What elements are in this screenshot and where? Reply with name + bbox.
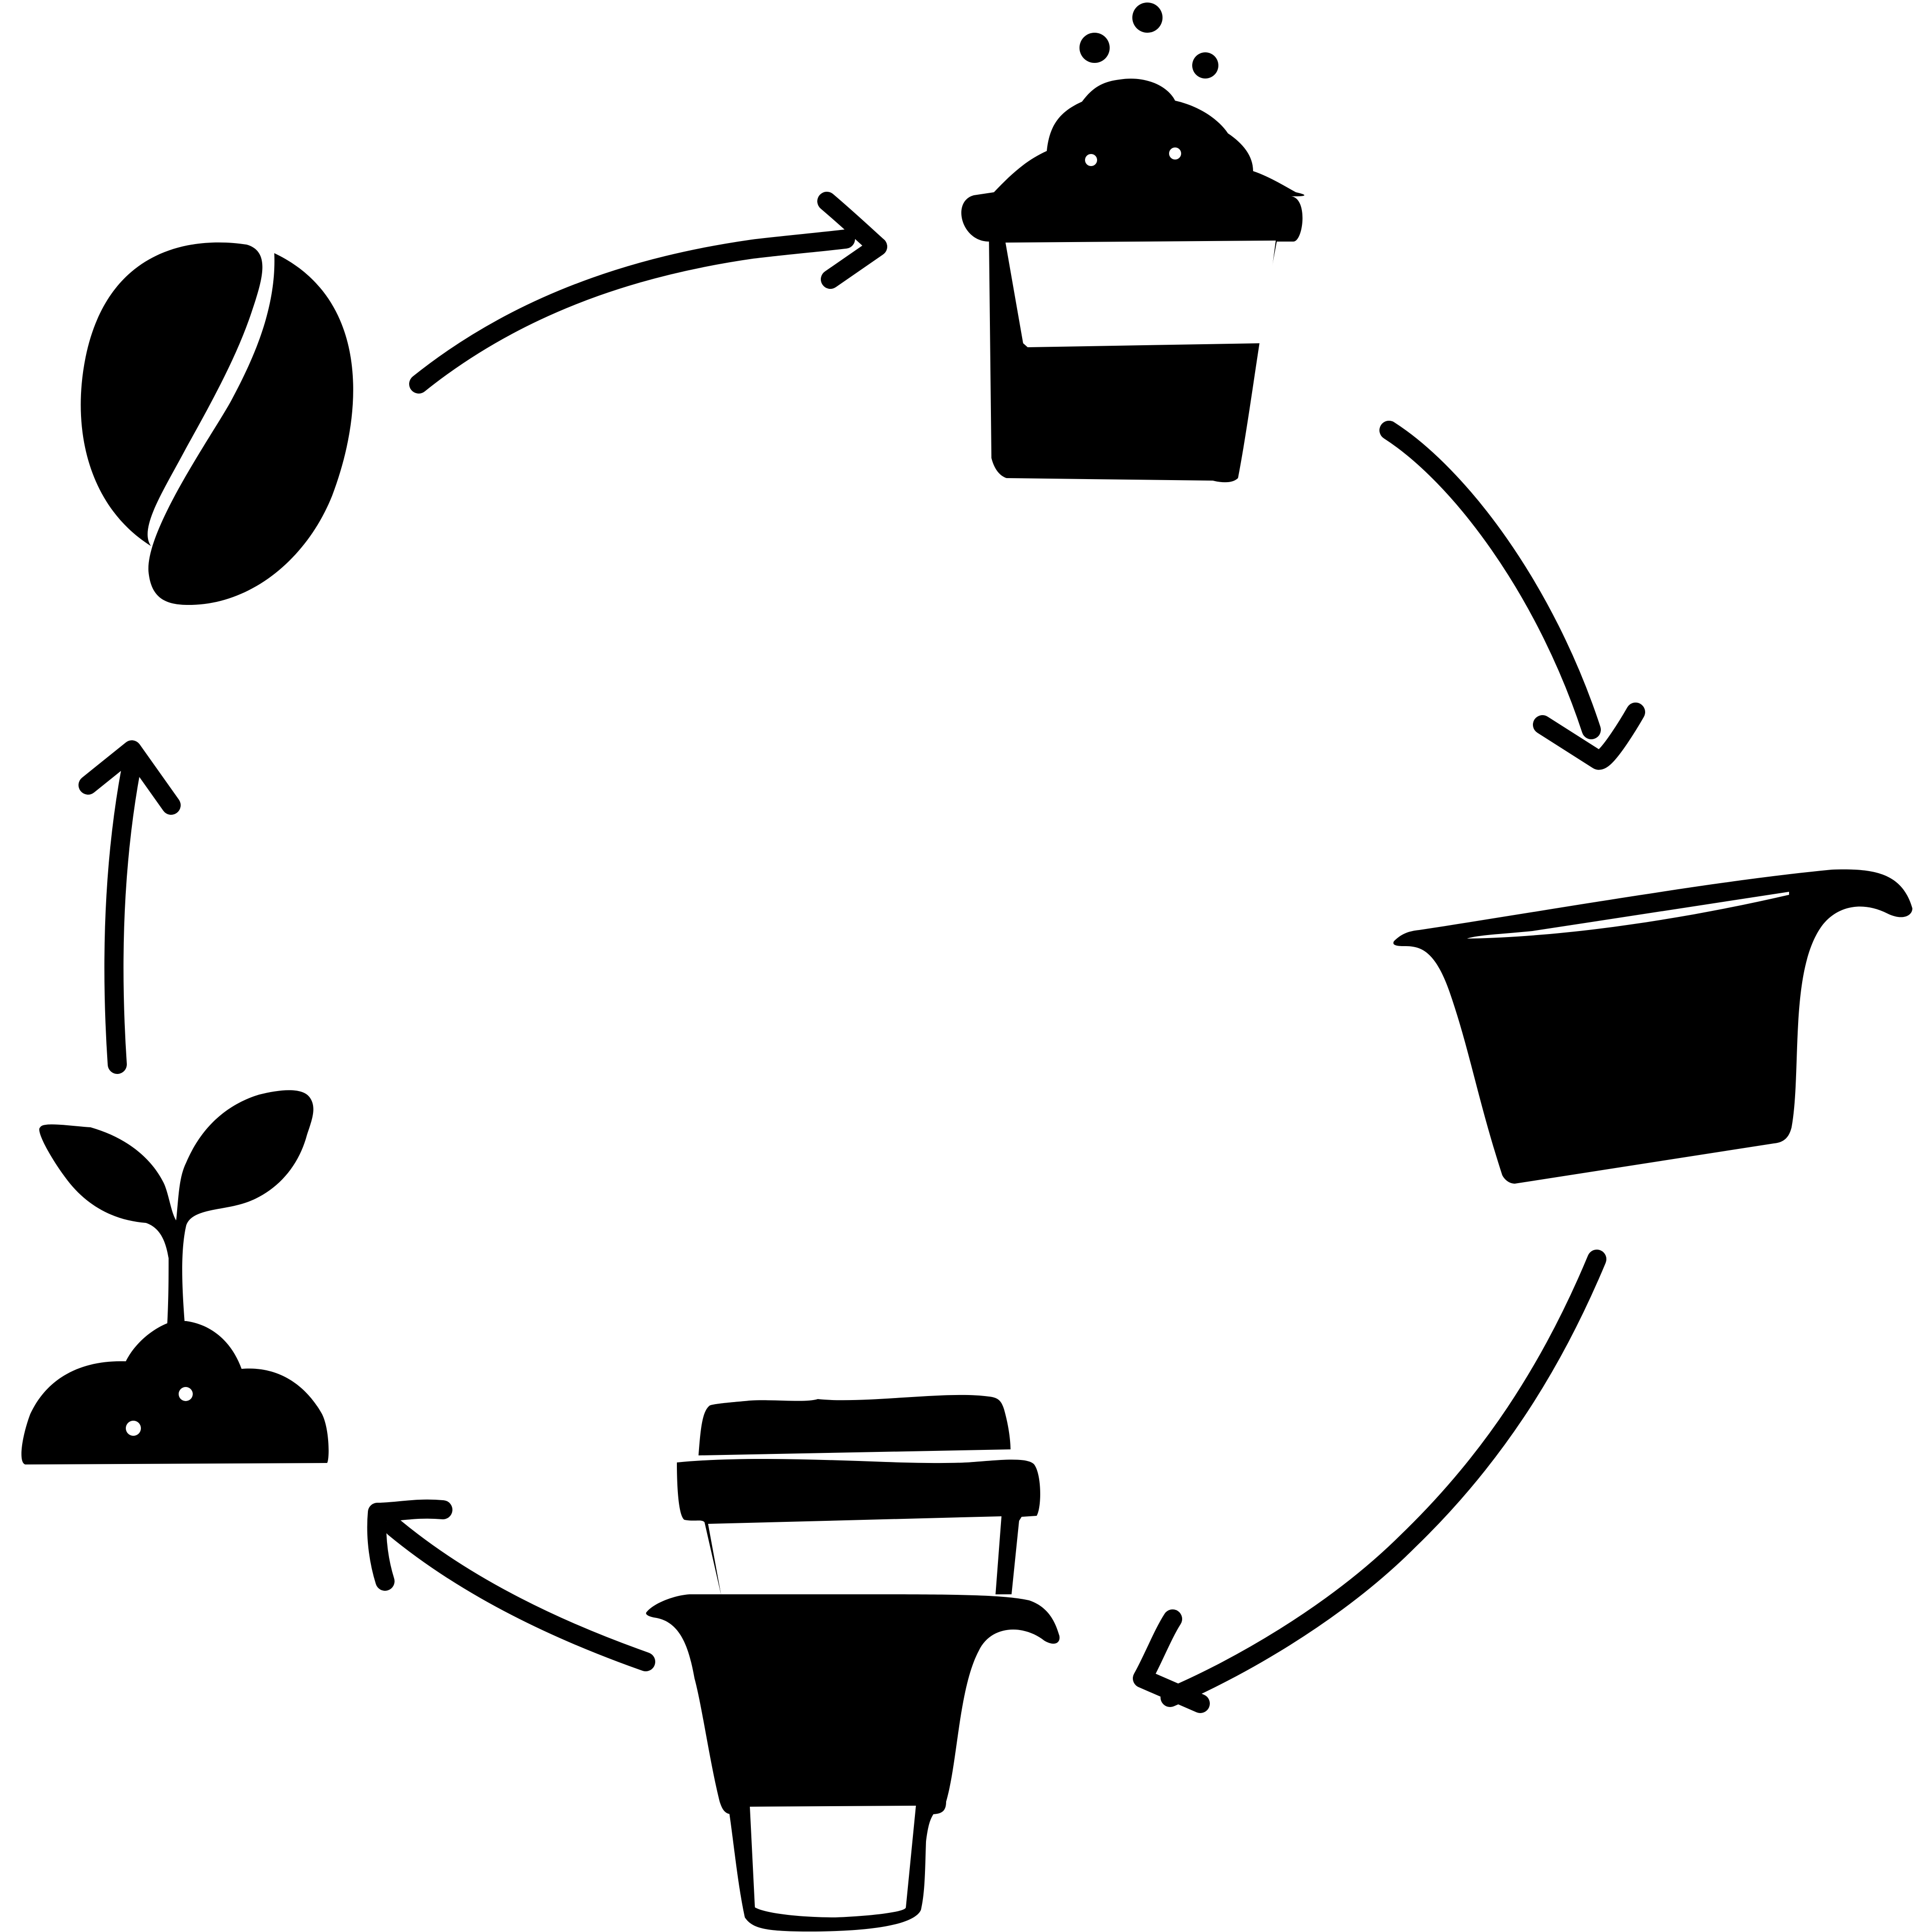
- coffee-grounds-cup-icon: [961, 3, 1304, 483]
- sprout-icon: [21, 1090, 329, 1464]
- arrow-bean-to-grounds-icon: [409, 192, 887, 394]
- reusable-coffee-cup-icon: [646, 1395, 1060, 1931]
- coffee-bean-icon: [81, 242, 353, 605]
- arrow-sprout-to-bean-icon: [79, 740, 181, 1074]
- arrow-grounds-to-bin-icon: [1379, 421, 1645, 770]
- compost-bin-icon: [1393, 869, 1912, 1184]
- arrow-cup-to-sprout-icon: [367, 1499, 655, 1671]
- arrow-bin-to-cup-icon: [1133, 1250, 1606, 1713]
